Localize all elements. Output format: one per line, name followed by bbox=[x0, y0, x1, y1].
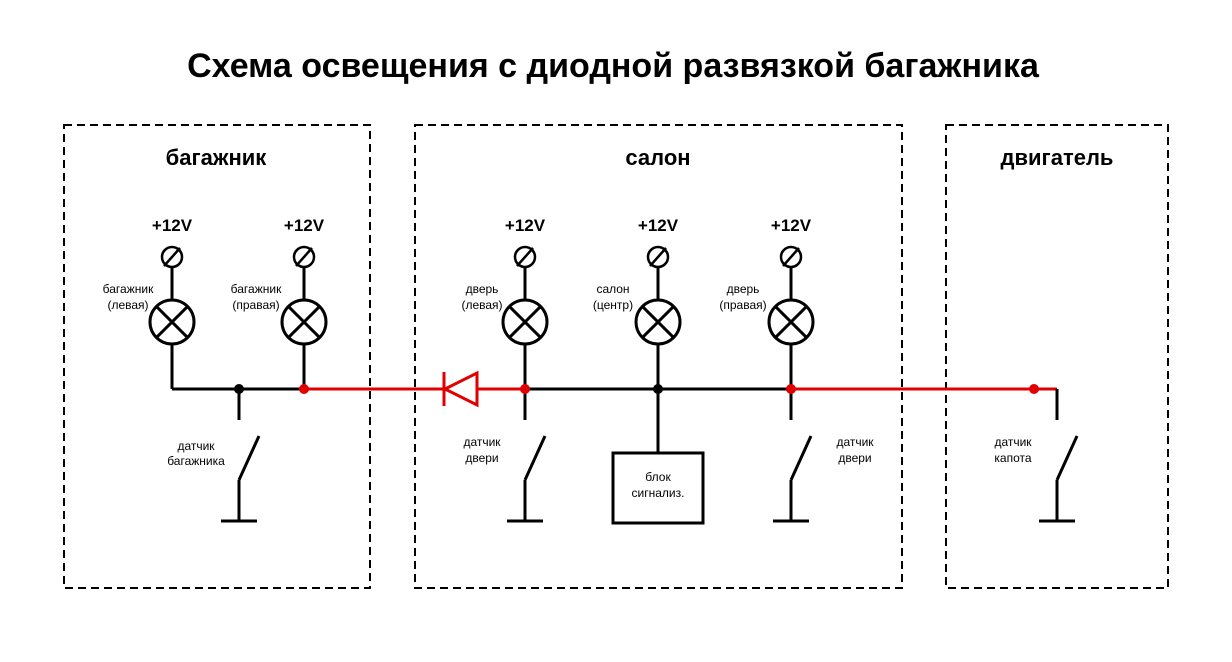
junction-dot-red bbox=[786, 384, 796, 394]
lamp-label-line1: багажник bbox=[231, 282, 282, 296]
section-label-engine: двигатель bbox=[1001, 145, 1114, 170]
lamp-door-right: +12V дверь (правая) bbox=[719, 216, 815, 389]
sensor-label-line2: двери bbox=[465, 451, 498, 465]
sensor-door-left: датчик двери bbox=[463, 389, 547, 523]
sensor-label-line1: датчик bbox=[463, 435, 501, 449]
cabin-section-box bbox=[414, 124, 903, 589]
sensor-hood: датчик капота bbox=[994, 387, 1079, 523]
alarm-block: блок сигнализ. bbox=[611, 389, 705, 525]
sensor-label-line1: датчик bbox=[836, 435, 874, 449]
section-label-cabin: салон bbox=[625, 145, 690, 170]
junction-dot-red bbox=[299, 384, 309, 394]
section-label-trunk: багажник bbox=[166, 145, 268, 170]
junction-dot bbox=[653, 384, 663, 394]
junction-dot-red bbox=[520, 384, 530, 394]
lamp-label-line1: дверь bbox=[727, 282, 760, 296]
switch-icon bbox=[1055, 435, 1079, 481]
lamp-trunk-left: +12V багажник (левая) bbox=[103, 216, 196, 389]
lamp-cabin-center: +12V салон (центр) bbox=[593, 216, 682, 389]
lamp-label-line2: (правая) bbox=[232, 298, 279, 312]
switch-icon bbox=[523, 435, 547, 481]
junction-dot bbox=[234, 384, 244, 394]
sensor-label-line2: багажника bbox=[167, 454, 225, 468]
lamp-label-line1: дверь bbox=[466, 282, 499, 296]
alarm-block-label-line1: блок bbox=[645, 470, 671, 484]
supply-label: +12V bbox=[771, 216, 812, 235]
lamp-label-line1: багажник bbox=[103, 282, 154, 296]
sensor-trunk: датчик багажника bbox=[167, 389, 261, 523]
alarm-block-label-line2: сигнализ. bbox=[632, 486, 685, 500]
lamp-label-line2: (правая) bbox=[719, 298, 766, 312]
lamp-label-line2: (левая) bbox=[461, 298, 502, 312]
supply-label: +12V bbox=[638, 216, 679, 235]
junction-dot-red bbox=[1029, 384, 1039, 394]
lamp-trunk-right: +12V багажник (правая) bbox=[231, 216, 328, 389]
diode-icon bbox=[441, 370, 479, 408]
sensor-door-right: датчик двери bbox=[773, 389, 874, 523]
lamp-door-left: +12V дверь (левая) bbox=[461, 216, 549, 389]
diagram-title: Схема освещения с диодной развязкой бага… bbox=[187, 47, 1040, 85]
sensor-label-line1: датчик bbox=[994, 435, 1032, 449]
sensor-label-line2: двери bbox=[838, 451, 871, 465]
lamp-label-line2: (центр) bbox=[593, 298, 633, 312]
supply-label: +12V bbox=[152, 216, 193, 235]
supply-label: +12V bbox=[505, 216, 546, 235]
engine-section-box bbox=[945, 124, 1169, 589]
trunk-section-box bbox=[63, 124, 371, 589]
sensor-label-line2: капота bbox=[994, 451, 1031, 465]
diode-isolated-line bbox=[304, 370, 1034, 408]
lamp-label-line1: салон bbox=[596, 282, 629, 296]
sensor-label-line1: датчик bbox=[177, 439, 215, 453]
switch-icon bbox=[789, 435, 813, 481]
lamp-label-line2: (левая) bbox=[107, 298, 148, 312]
switch-icon bbox=[237, 435, 261, 481]
supply-label: +12V bbox=[284, 216, 325, 235]
